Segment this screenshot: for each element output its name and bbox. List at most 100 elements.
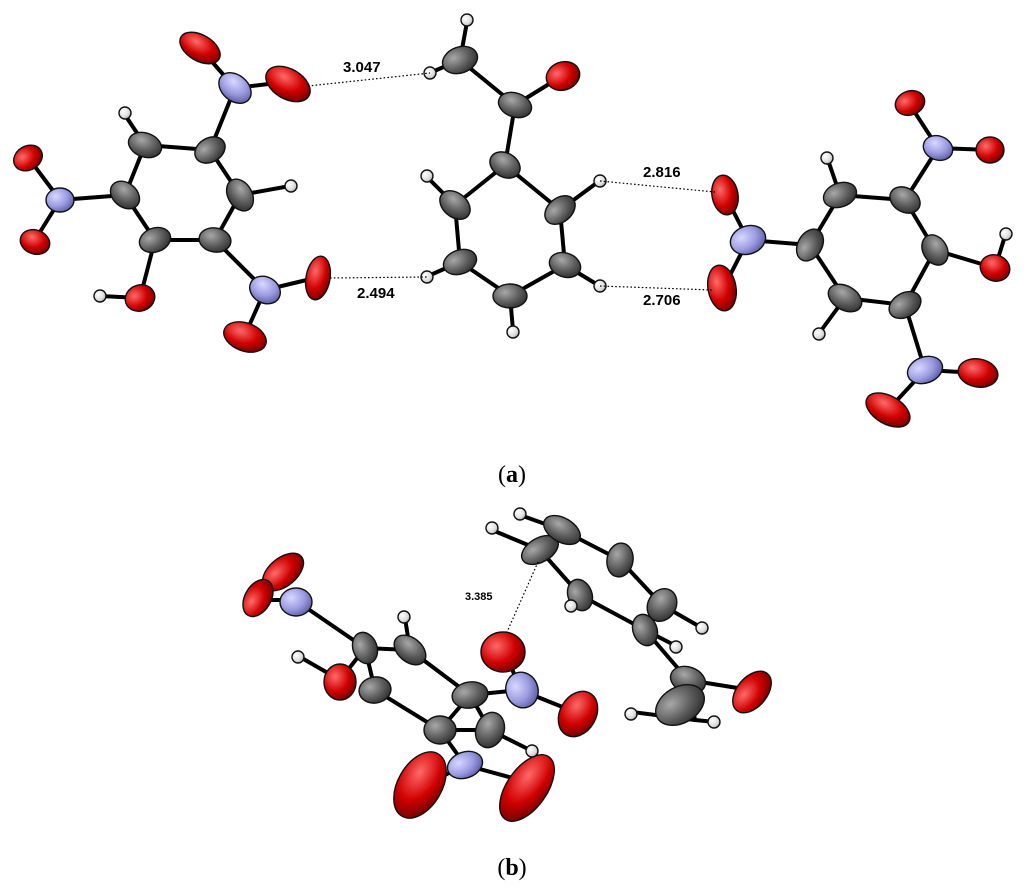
carbon-atom bbox=[822, 181, 858, 209]
hydrogen-atom bbox=[118, 106, 132, 120]
carbon-atom bbox=[497, 91, 533, 119]
oxygen-atom bbox=[706, 264, 738, 312]
central-acetophenone-molecule bbox=[420, 13, 607, 339]
panel-a-caption: (a) bbox=[498, 462, 526, 488]
carbon-atom bbox=[393, 634, 427, 666]
carbon-atom bbox=[441, 45, 479, 75]
oxygen-atom bbox=[12, 144, 44, 172]
hydrogen-atom bbox=[999, 227, 1013, 241]
panel-a: 3.047 2.816 2.494 2.706 (a) bbox=[12, 13, 1013, 488]
contact-line bbox=[329, 276, 428, 279]
oxygen-atom bbox=[19, 228, 51, 256]
contact-line bbox=[307, 72, 431, 87]
nitrogen-atom bbox=[906, 355, 944, 385]
carbon-atom bbox=[423, 715, 457, 745]
nitrogen-atom bbox=[45, 187, 75, 213]
nitrogen-atom bbox=[446, 750, 484, 780]
oxygen-atom bbox=[957, 358, 999, 388]
hydrogen-atom bbox=[525, 744, 539, 758]
contact-line bbox=[506, 561, 539, 633]
left-picrate-atoms bbox=[12, 31, 332, 353]
central-acetophenone-atoms bbox=[420, 13, 607, 339]
hydrogen-atom bbox=[624, 707, 638, 721]
carbon-atom bbox=[439, 190, 471, 220]
nitrogen-atom bbox=[922, 134, 954, 162]
hydrogen-atom bbox=[564, 599, 578, 613]
carbon-atom bbox=[358, 676, 392, 704]
hydrogen-atom bbox=[669, 640, 683, 654]
hydrogen-atom bbox=[707, 715, 721, 729]
hydrogen-atom bbox=[812, 327, 826, 341]
oxygen-atom bbox=[732, 670, 772, 714]
oxygen-atom bbox=[265, 65, 311, 103]
oxygen-atom bbox=[499, 754, 555, 822]
carbon-atom bbox=[351, 631, 379, 665]
panel-b-caption: (b) bbox=[497, 855, 526, 881]
panel-b: 3.385 (b) bbox=[242, 507, 772, 881]
left-picrate-molecule bbox=[12, 31, 332, 353]
panel-a-contacts bbox=[307, 72, 716, 291]
hydrogen-atom bbox=[506, 325, 520, 339]
carbon-atom bbox=[921, 234, 949, 266]
nitrogen-atom bbox=[248, 275, 282, 305]
oxygen-atom bbox=[711, 174, 739, 216]
oxygen-atom bbox=[124, 284, 156, 312]
nitrogen-atom bbox=[279, 587, 313, 617]
carbon-atom bbox=[489, 151, 521, 179]
oxygen-atom bbox=[242, 578, 274, 618]
carbon-atom bbox=[548, 251, 582, 279]
hydrogen-atom bbox=[420, 270, 434, 284]
carbon-atom bbox=[194, 136, 226, 164]
distance-label: 2.816 bbox=[643, 164, 681, 181]
hydrogen-atom bbox=[93, 289, 107, 303]
distance-label: 2.706 bbox=[643, 292, 681, 309]
hydrogen-atom bbox=[291, 650, 305, 664]
carbon-atom bbox=[795, 228, 825, 262]
hydrogen-atom bbox=[513, 507, 527, 521]
hydrogen-atom bbox=[420, 169, 434, 183]
hydrogen-atom bbox=[397, 610, 411, 624]
panel-b-acetophenone bbox=[485, 507, 772, 729]
oxygen-atom bbox=[480, 631, 526, 673]
carbon-atom bbox=[492, 283, 528, 309]
carbon-atom bbox=[544, 195, 576, 225]
hydrogen-atom bbox=[284, 179, 298, 193]
right-picrate-molecule bbox=[706, 89, 1013, 428]
panel-a-label: a bbox=[506, 462, 518, 488]
hydrogen-atom bbox=[820, 151, 834, 165]
oxygen-atom bbox=[393, 751, 447, 819]
carbon-atom bbox=[225, 178, 255, 212]
panel-a-distance-labels: 3.047 2.816 2.494 2.706 bbox=[343, 59, 681, 309]
carbon-atom bbox=[474, 711, 506, 749]
panel-b-picrate bbox=[242, 552, 599, 822]
distance-label: 3.047 bbox=[343, 59, 381, 76]
distance-label: 3.385 bbox=[465, 591, 493, 603]
oxygen-atom bbox=[975, 136, 1005, 164]
carbon-atom bbox=[606, 542, 634, 578]
carbon-atom bbox=[888, 290, 922, 320]
contact-line bbox=[599, 285, 713, 291]
hydrogen-atom bbox=[460, 13, 474, 27]
nitrogen-atom bbox=[505, 671, 539, 709]
panel-b-picrate-atoms bbox=[242, 552, 599, 822]
carbon-atom bbox=[109, 180, 141, 210]
oxygen-atom bbox=[223, 321, 267, 353]
right-picrate-atoms bbox=[706, 89, 1013, 428]
carbon-atom bbox=[889, 186, 921, 214]
oxygen-atom bbox=[865, 392, 911, 428]
carbon-atom bbox=[827, 283, 863, 313]
carbon-atom bbox=[138, 226, 172, 254]
oxygen-atom bbox=[304, 255, 332, 301]
oxygen-atom bbox=[894, 89, 926, 117]
panel-b-acetophenone-atoms bbox=[485, 507, 772, 729]
hydrogen-atom bbox=[485, 521, 499, 535]
oxygen-atom bbox=[179, 31, 221, 65]
nitrogen-atom bbox=[729, 224, 767, 256]
carbon-atom bbox=[542, 514, 582, 546]
hydrogen-atom bbox=[695, 621, 709, 635]
carbon-atom bbox=[198, 227, 232, 253]
panel-b-label: b bbox=[505, 855, 518, 881]
distance-label: 2.494 bbox=[357, 285, 395, 302]
carbon-atom bbox=[655, 684, 705, 726]
carbon-atom bbox=[451, 681, 489, 709]
